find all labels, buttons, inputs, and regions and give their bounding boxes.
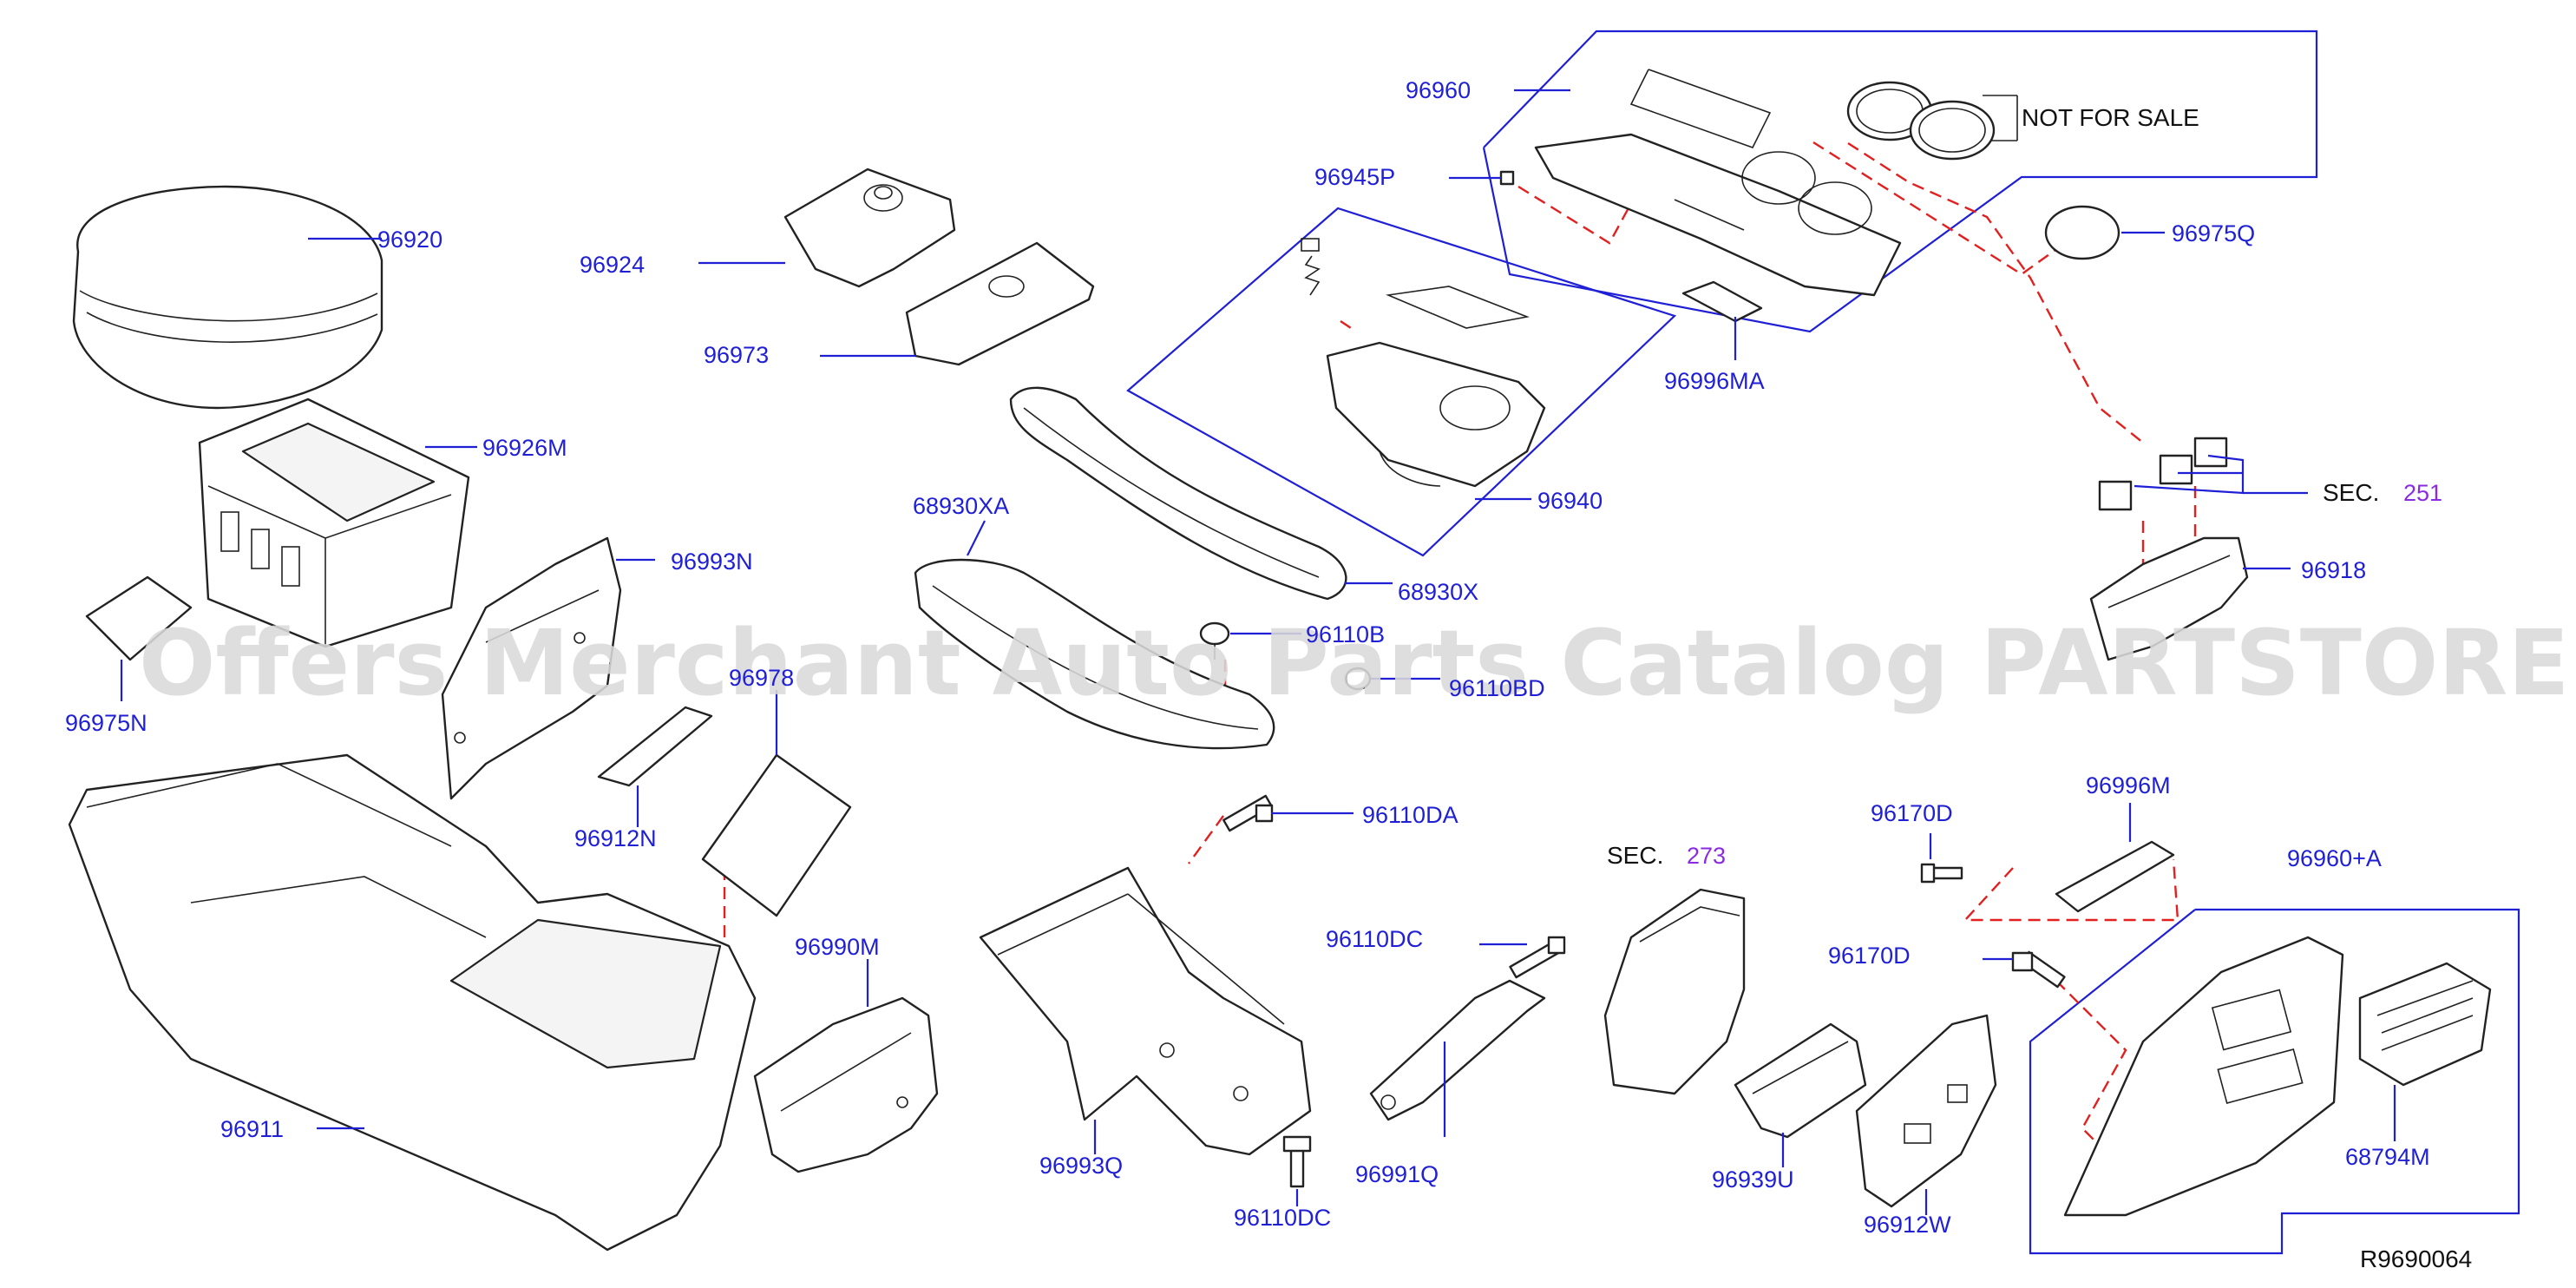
label-96110DC-bottom[interactable]: 96110DC xyxy=(1234,1205,1331,1231)
label-96975N[interactable]: 96975N xyxy=(65,710,147,736)
label-96996M[interactable]: 96996M xyxy=(2086,772,2171,798)
label-96990M[interactable]: 96990M xyxy=(795,934,880,960)
sec-273-number[interactable]: 273 xyxy=(1687,843,1726,869)
part-sec273-duct xyxy=(1603,888,1746,1095)
part-labels: 96920 96924 96973 96926M 96993N 96975N 9… xyxy=(65,77,2430,1238)
label-96912W[interactable]: 96912W xyxy=(1864,1212,1951,1238)
sec-251-reference[interactable]: SEC. 251 xyxy=(2323,479,2442,506)
label-96924[interactable]: 96924 xyxy=(580,252,645,278)
part-96945P-clip xyxy=(1499,170,1515,186)
part-96939U-switch xyxy=(1734,1022,1867,1139)
part-96975N-pad xyxy=(85,575,193,661)
part-96940-cupholder xyxy=(1301,238,1546,488)
part-96110DC-bolt-bottom xyxy=(1282,1135,1312,1188)
part-96912W-bracket xyxy=(1855,1014,1997,1208)
part-96110DA-bolt xyxy=(1222,794,1274,832)
label-96939U[interactable]: 96939U xyxy=(1712,1166,1794,1193)
leader-lines xyxy=(120,89,2396,1215)
watermark: Offers Merchant Auto Parts Catalog PARTS… xyxy=(139,610,2576,716)
label-96960A[interactable]: 96960+A xyxy=(2287,845,2382,871)
part-96973-tray xyxy=(905,241,1095,366)
part-96990M-bracket xyxy=(753,996,939,1173)
label-96996MA[interactable]: 96996MA xyxy=(1664,368,1765,394)
label-96912N[interactable]: 96912N xyxy=(574,825,657,851)
part-96918-bracket xyxy=(2089,536,2249,661)
part-96978-pad xyxy=(701,753,852,917)
part-96110DC-bolt-top xyxy=(1509,936,1566,979)
label-96991Q[interactable]: 96991Q xyxy=(1355,1161,1439,1187)
kit-96960-frame xyxy=(1482,30,2318,333)
part-68794M-vent xyxy=(2358,962,2492,1087)
part-96960A-rear-finisher xyxy=(2063,936,2344,1217)
part-96975Q-pad xyxy=(2044,205,2120,260)
label-96110DC-top[interactable]: 96110DC xyxy=(1326,926,1423,952)
part-96170D-bolt-bottom xyxy=(2011,950,2066,989)
part-68930XA-trim xyxy=(914,558,1275,750)
sec-273-prefix: SEC. xyxy=(1607,842,1663,869)
label-96940[interactable]: 96940 xyxy=(1537,488,1603,514)
label-68930X[interactable]: 68930X xyxy=(1398,579,1478,605)
part-96170D-bolt-top xyxy=(1920,863,1963,884)
label-96110B[interactable]: 96110B xyxy=(1306,621,1385,647)
label-68794M[interactable]: 68794M xyxy=(2345,1144,2430,1170)
label-96110BD[interactable]: 96110BD xyxy=(1449,675,1545,701)
sec-251-prefix: SEC. xyxy=(2323,479,2379,506)
label-68930XA[interactable]: 68930XA xyxy=(913,493,1009,519)
not-for-sale-text: NOT FOR SALE xyxy=(2022,104,2199,131)
label-96978[interactable]: 96978 xyxy=(729,665,794,691)
part-96924-bracket xyxy=(783,168,956,288)
part-96110BD-clip xyxy=(1344,667,1372,691)
label-96960[interactable]: 96960 xyxy=(1406,77,1471,103)
part-96993Q-bracket xyxy=(979,866,1312,1156)
label-96170D-top[interactable]: 96170D xyxy=(1871,800,1953,826)
part-96993N-bracket xyxy=(441,536,622,800)
label-96993Q[interactable]: 96993Q xyxy=(1039,1153,1123,1179)
part-96920-armrest-lid xyxy=(72,185,383,410)
part-sec251-switches xyxy=(2098,437,2228,511)
kit-96940-frame xyxy=(1126,207,1677,557)
label-96993N[interactable]: 96993N xyxy=(671,549,753,575)
label-96945P[interactable]: 96945P xyxy=(1314,164,1395,190)
sec-251-number[interactable]: 251 xyxy=(2403,480,2442,506)
part-96110B-clip xyxy=(1199,621,1230,660)
label-96975Q[interactable]: 96975Q xyxy=(2172,220,2255,246)
sec-273-reference[interactable]: SEC. 273 xyxy=(1607,842,1726,869)
part-96996M-bracket xyxy=(2055,840,2175,913)
part-96991Q-stay xyxy=(1369,979,1546,1121)
not-for-sale-rings xyxy=(1846,81,1996,161)
label-96918[interactable]: 96918 xyxy=(2301,557,2366,583)
part-96911-console-body xyxy=(68,753,757,1252)
part-68930X-trim xyxy=(1009,386,1347,601)
part-96960-finisher xyxy=(1534,69,1902,297)
label-96170D-bottom[interactable]: 96170D xyxy=(1828,943,1911,969)
label-96920[interactable]: 96920 xyxy=(377,227,442,253)
label-96926M[interactable]: 96926M xyxy=(482,435,567,461)
part-96912N-clip xyxy=(597,706,713,787)
part-96926M-storage-box xyxy=(198,398,470,648)
diagram-code: R9690064 xyxy=(2360,1245,2472,1272)
kit-96960a-frame xyxy=(2029,908,2520,1255)
label-96110DA[interactable]: 96110DA xyxy=(1362,802,1458,828)
part-96996MA-bracket xyxy=(1681,280,1763,323)
label-96973[interactable]: 96973 xyxy=(704,342,769,368)
label-96911[interactable]: 96911 xyxy=(220,1116,284,1142)
